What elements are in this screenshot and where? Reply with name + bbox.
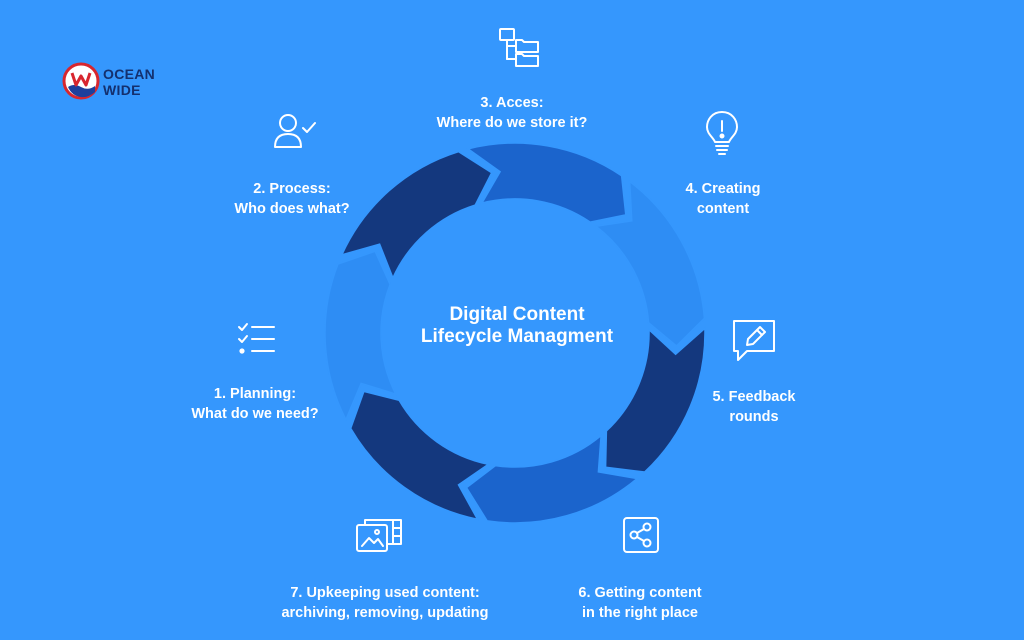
logo-text: OCEAN WIDE <box>103 66 155 98</box>
step-2-title: 2. Process: <box>253 181 331 197</box>
step-2-subtitle: Who does what? <box>234 201 350 217</box>
step-3-subtitle: Where do we store it? <box>436 115 588 131</box>
step-2-label: 2. Process: Who does what? <box>212 179 372 219</box>
user-check-icon <box>272 112 318 150</box>
checklist-icon <box>237 322 277 356</box>
cycle-arrow-segment <box>324 250 398 422</box>
step-3-title: 3. Acces: <box>480 95 544 111</box>
step-6-title: 6. Getting content <box>578 585 702 601</box>
step-1-label: 1. Planning: What do we need? <box>175 384 335 424</box>
step-3-label: 3. Acces: Where do we store it? <box>422 93 602 133</box>
folder-tree-icon <box>498 26 542 68</box>
title-line-2: Lifecycle Managment <box>420 326 614 347</box>
step-7-subtitle: archiving, removing, updating <box>281 605 489 621</box>
step-4-label: 4. Creating content <box>653 179 793 219</box>
logo-mark <box>62 62 100 100</box>
cycle-arrow-segment <box>594 179 706 347</box>
lightbulb-icon <box>704 110 740 156</box>
cycle-arrow-segment <box>340 150 493 280</box>
logo-line-1: OCEAN <box>103 66 156 82</box>
step-4-title: 4. Creating <box>685 181 761 197</box>
step-1-title: 1. Planning: <box>213 386 297 402</box>
cycle-arrow-segment <box>604 326 706 473</box>
media-gallery-icon <box>355 516 403 554</box>
step-4-subtitle: content <box>696 201 750 217</box>
step-7-title: 7. Upkeeping used content: <box>290 585 480 601</box>
diagram-title: Digital Content Lifecycle Managment <box>380 304 654 348</box>
share-icon <box>622 516 660 554</box>
edit-chat-icon <box>731 318 777 364</box>
step-5-subtitle: rounds <box>729 409 779 425</box>
title-line-1: Digital Content <box>449 304 585 325</box>
step-6-label: 6. Getting content in the right place <box>555 583 725 623</box>
step-1-subtitle: What do we need? <box>191 406 319 422</box>
ocean-wide-logo: OCEAN WIDE <box>62 62 172 106</box>
cycle-arrow-segment <box>465 433 639 524</box>
step-5-label: 5. Feedback rounds <box>684 387 824 427</box>
logo-line-2: WIDE <box>103 82 141 98</box>
step-5-title: 5. Feedback <box>712 389 796 405</box>
cycle-arrow-segment <box>466 142 627 223</box>
step-6-subtitle: in the right place <box>581 605 698 621</box>
step-7-label: 7. Upkeeping used content: archiving, re… <box>260 583 510 623</box>
cycle-arrow-segment <box>349 390 491 521</box>
